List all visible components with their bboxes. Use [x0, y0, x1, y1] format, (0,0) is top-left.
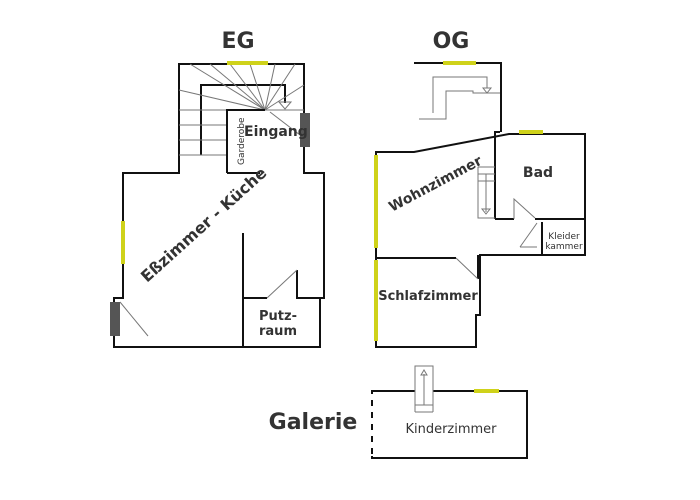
- garderobe-label: Garderobe: [237, 117, 247, 165]
- stair-arrow-icon: [480, 208, 492, 215]
- eingang-label: Eingang: [244, 124, 308, 140]
- bad-label: Bad: [523, 165, 553, 181]
- schlafzimmer-label: Schlafzimmer: [378, 289, 478, 304]
- stair-arrow-icon: [277, 101, 293, 110]
- kleiderkammer-label-1: Kleider: [548, 232, 580, 242]
- putzraum-label-1: Putz-: [259, 309, 297, 324]
- kleiderkammer-label-2: kammer: [545, 242, 583, 252]
- eg-plan: Garderobe Eingang Eßzimmer - Küche Putz-…: [110, 61, 325, 348]
- schlafzimmer-door-swing: [455, 257, 479, 280]
- stair-arrow-icon: [481, 87, 493, 94]
- bad-kleider-wall: [495, 218, 585, 255]
- wohnzimmer-label: Wohnzimmer: [386, 153, 485, 216]
- garderobe-wall: [226, 109, 265, 173]
- schlafzimmer-wall: [376, 255, 479, 279]
- esszimmer-label: Eßzimmer - Küche: [137, 163, 270, 286]
- galerie-wall: [371, 390, 528, 459]
- og-stairs-mid: [477, 166, 495, 219]
- entry-door-swing: [119, 301, 149, 337]
- og-stairs-top: [419, 76, 500, 120]
- eg-outer-wall: [113, 63, 325, 348]
- stair-arrow-icon: [420, 369, 428, 376]
- eg-door-left: [110, 302, 120, 336]
- putzraum-door-swing: [266, 269, 298, 299]
- galerie-title: Galerie: [269, 410, 358, 435]
- eg-title: EG: [221, 29, 254, 54]
- og-title: OG: [433, 29, 470, 54]
- eg-stair-rail: [200, 84, 286, 155]
- og-door-swings: [513, 197, 538, 248]
- og-plan: Wohnzimmer Bad Kleider kammer Schlafzimm…: [374, 61, 586, 348]
- eg-door-right: [300, 113, 310, 147]
- galerie-plan: Kinderzimmer: [371, 365, 528, 459]
- putzraum-wall: [242, 233, 320, 347]
- kinderzimmer-label: Kinderzimmer: [405, 422, 497, 437]
- putzraum-label-2: raum: [259, 324, 297, 339]
- eg-stairs: [178, 63, 305, 156]
- galerie-stairs: [414, 365, 434, 413]
